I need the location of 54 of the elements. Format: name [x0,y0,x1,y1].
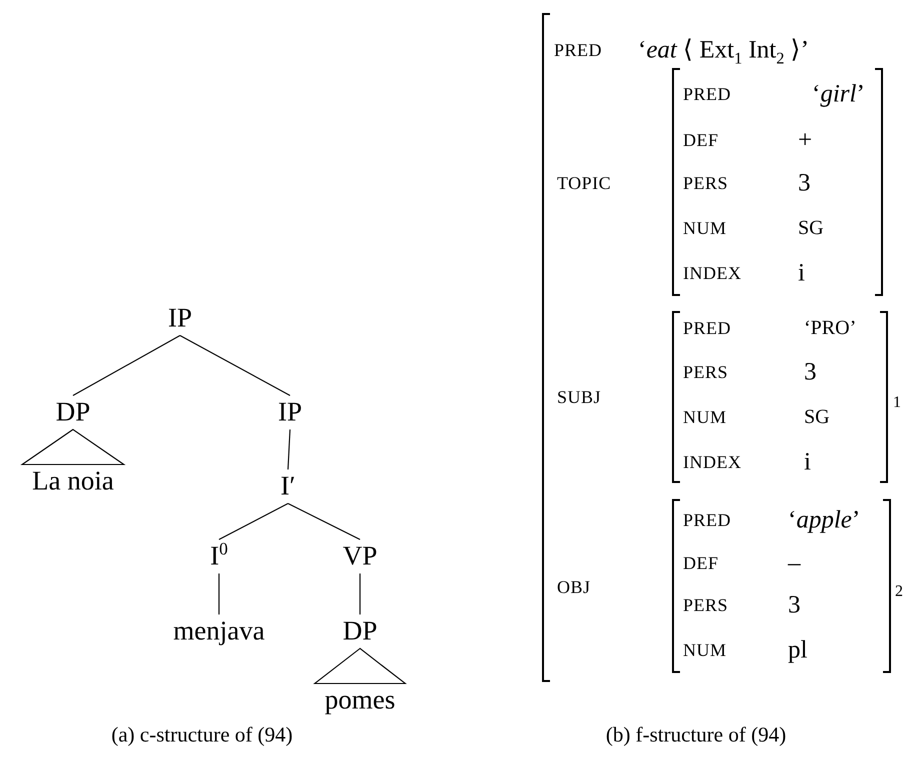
attribute-label: PERS [683,363,728,381]
roof-triangle [20,428,126,466]
attribute-label: SUBJ [557,388,602,406]
value-text: SG [804,407,830,427]
branch-line [288,503,360,540]
tree-node-label: DP [342,616,378,646]
attribute-label: OBJ [557,578,591,596]
tree-node-label: I′ [280,470,296,502]
value-text: ‘girl’ [812,82,865,106]
attribute-label: TOPIC [557,174,612,192]
tree-node-label: IP [168,302,192,334]
value-text: i [798,260,805,286]
branch-line [287,429,291,470]
tree-node-label: I$^{0}$ [210,540,228,572]
branch-line [180,335,290,396]
attribute-label: DEF [683,554,719,572]
attribute-label: DEF [683,131,719,149]
value-text: 3 [788,592,800,618]
attribute-label: PRED [683,319,732,337]
caption: (b) f-structure of (94) [606,724,786,746]
attribute-label: PERS [683,174,728,192]
value-text: SG [798,218,824,238]
value-text: pl [788,638,808,662]
tree-node-label: VP [342,540,378,572]
index-number: 1 [893,395,901,411]
tree-node-label: pomes [324,684,396,716]
branch-line [72,335,180,396]
index-number: 2 [895,584,903,600]
value-text: ‘apple’ [788,508,860,532]
tree-node-label: IP [278,396,302,428]
tree-node-label: La noia [32,466,114,496]
value-text: 3 [804,360,816,384]
tree-node-label: menjava [173,616,265,646]
value-text: 3 [798,170,810,196]
attribute-label: INDEX [683,264,742,282]
attribute-label: NUM [683,641,727,659]
branch-line [218,503,288,540]
attribute-label: PRED [683,511,732,529]
value-text: i [804,450,811,474]
value-text: – [788,550,800,576]
value-text: ‘eat ⟨ Ext$_{1}$ Int$_{2}$ ⟩’ [638,38,809,62]
attribute-label: NUM [683,408,727,426]
tree-node-label: DP [56,396,90,428]
roof-triangle [313,648,407,684]
attribute-label: PRED [554,41,602,59]
attribute-label: PERS [683,596,728,614]
branch-line [359,574,361,614]
attribute-label: PRED [683,85,732,103]
value-text: + [798,128,812,152]
branch-line [218,574,220,614]
caption: (a) c-structure of (94) [111,724,293,746]
attribute-label: INDEX [683,453,742,471]
value-text: ‘PRO’ [804,318,856,338]
attribute-label: NUM [683,219,727,237]
